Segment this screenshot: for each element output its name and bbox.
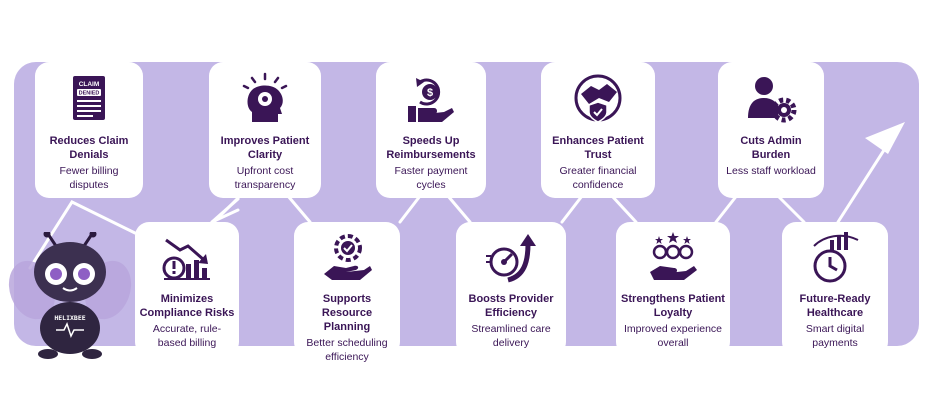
card-title: Improves Patient Clarity	[220, 135, 310, 161]
zigzag-line	[28, 200, 137, 270]
growth-arrow-head	[865, 122, 905, 154]
hand-dollar-cycle-icon: $	[408, 78, 454, 122]
card-desc: Improved experience overall	[623, 323, 723, 349]
card-cuts-admin-burden: Cuts Admin Burden Less staff workload	[718, 62, 824, 198]
person-gear-icon	[748, 77, 797, 123]
claim-denied-document-icon: CLAIM DENIED	[73, 76, 105, 120]
card-desc: Greater financial confidence	[559, 165, 637, 191]
card-minimizes-compliance-risks: Minimizes Compliance Risks Accurate, rul…	[135, 222, 239, 356]
zigzag-line-3	[286, 194, 312, 224]
denied-stamp: DENIED	[79, 91, 100, 97]
card-boosts-provider-efficiency: Boosts Provider Efficiency Streamlined c…	[456, 222, 566, 356]
card-desc: Accurate, rule-based billing	[152, 323, 222, 349]
card-title: Minimizes Compliance Risks	[139, 293, 235, 319]
card-title: Strengthens Patient Loyalty	[621, 293, 725, 319]
zigzag-line-7	[610, 194, 638, 224]
card-title: Supports Resource Planning	[321, 293, 373, 333]
card-desc: Smart digital payments	[805, 323, 865, 349]
card-desc: Faster payment cycles	[394, 165, 468, 191]
hand-gear-check-icon	[324, 234, 372, 280]
zigzag-line-4	[398, 194, 422, 224]
handshake-shield-icon	[574, 74, 622, 123]
card-desc: Streamlined care delivery	[471, 323, 551, 349]
card-enhances-patient-trust: Enhances Patient Trust Greater financial…	[541, 62, 655, 198]
zigzag-line-8	[714, 192, 740, 224]
declining-chart-warning-icon	[162, 238, 210, 280]
card-title: Cuts Admin Burden	[740, 135, 802, 161]
card-desc: Better scheduling efficiency	[306, 337, 388, 363]
svg-text:$: $	[427, 87, 433, 99]
card-speeds-up-reimbursements: $ Speeds Up Reimbursements Faster paymen…	[376, 62, 486, 198]
mascot-label: HELIXBEE	[54, 314, 85, 322]
card-title: Enhances Patient Trust	[552, 135, 644, 161]
group-stars-hand-icon	[650, 232, 697, 280]
card-future-ready-healthcare: Future-Ready Healthcare Smart digital pa…	[782, 222, 888, 356]
card-desc: Fewer billing disputes	[59, 165, 119, 191]
zigzag-line-6	[560, 194, 584, 224]
card-reduces-claim-denials: CLAIM DENIED Reduces Claim Denials Fewer…	[35, 62, 143, 198]
card-title: Reduces Claim Denials	[49, 135, 129, 161]
card-title: Boosts Provider Efficiency	[468, 293, 554, 319]
speed-gauge-arrow-icon	[486, 234, 536, 283]
bee-mascot-icon: HELIXBEE	[8, 232, 132, 359]
zigzag-line-5	[446, 194, 472, 224]
clock-growth-chart-icon	[813, 232, 859, 283]
zigzag-line-2	[212, 196, 240, 224]
card-strengthens-patient-loyalty: Strengthens Patient Loyalty Improved exp…	[616, 222, 730, 356]
zigzag-line-9	[774, 192, 806, 224]
head-gear-insight-icon	[242, 72, 288, 122]
card-desc: Upfront cost transparency	[234, 165, 296, 191]
claim-label: CLAIM	[79, 81, 100, 88]
card-title: Speeds Up Reimbursements	[386, 135, 476, 161]
card-improves-patient-clarity: Improves Patient Clarity Upfront cost tr…	[209, 62, 321, 198]
card-title: Future-Ready Healthcare	[799, 293, 871, 319]
card-desc: Less staff workload	[726, 165, 816, 177]
card-supports-resource-planning: Supports Resource Planning Better schedu…	[294, 222, 400, 363]
